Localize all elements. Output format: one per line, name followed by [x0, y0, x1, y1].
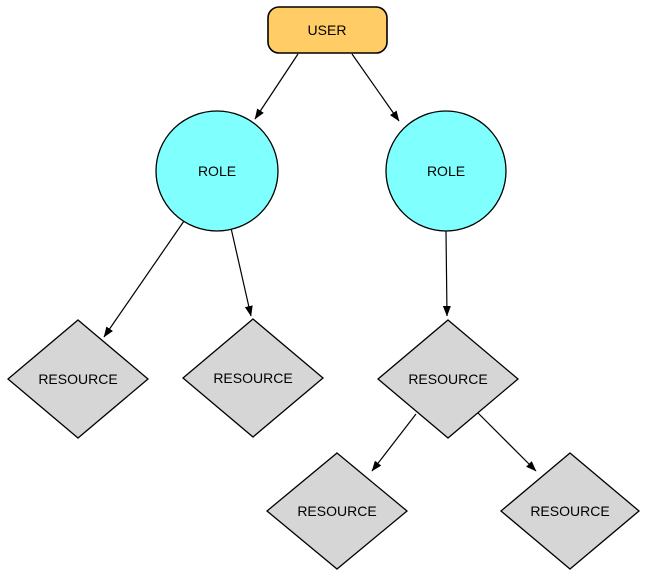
- role-right-label: ROLE: [427, 163, 465, 179]
- resource-4-label: RESOURCE: [297, 503, 376, 519]
- resource-1-label: RESOURCE: [38, 371, 117, 387]
- role-node-left: [155, 110, 279, 232]
- edge-resource-3-to-resource-5: [477, 412, 537, 472]
- edge-user-to-role-right: [351, 53, 400, 122]
- role-node-right: [385, 110, 507, 232]
- role-left-label: ROLE: [198, 163, 236, 179]
- edge-role-left-to-resource-1: [103, 220, 185, 338]
- resource-5-label: RESOURCE: [530, 503, 609, 519]
- resource-node-2: [181, 318, 325, 438]
- user-label: USER: [308, 22, 347, 38]
- resource-3-label: RESOURCE: [408, 371, 487, 387]
- resource-node-1: [6, 319, 150, 439]
- edge-resource-3-to-resource-4: [371, 413, 417, 472]
- user-node: [267, 6, 388, 54]
- edge-role-right-to-resource-3: [442, 230, 451, 317]
- edge-user-to-role-left: [254, 53, 299, 120]
- resource-node-5: [499, 452, 641, 570]
- resource-2-label: RESOURCE: [213, 370, 292, 386]
- resource-node-4: [265, 452, 409, 570]
- edge-role-left-to-resource-2: [230, 227, 253, 317]
- resource-node-3: [376, 319, 520, 439]
